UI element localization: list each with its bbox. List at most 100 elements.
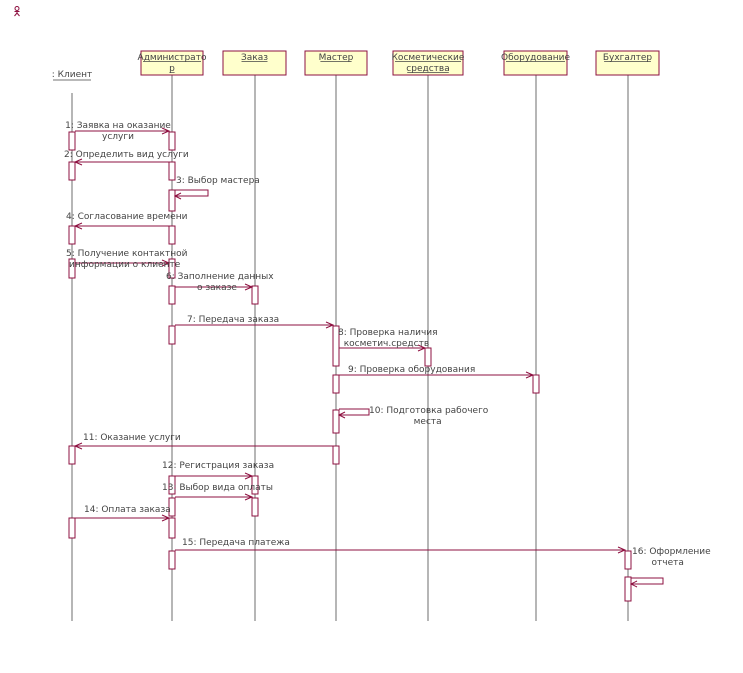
message-label: 8: Проверка наличия [338,328,438,338]
object-name-line: р [169,64,175,74]
message-label: 4: Согласование времени [66,212,188,222]
arrow-head [161,514,171,522]
object-head-4[interactable]: Оборудование [501,50,570,76]
object-head-box [140,50,204,76]
activation-bar [168,131,176,151]
message-label: 13: Выбор вида оплаты [162,483,273,493]
activation-bar [68,131,76,151]
arrow-head [73,222,83,230]
activation-bar [168,161,176,181]
object-name-line: Оборудование [501,53,570,63]
activation-bar [332,325,340,367]
message-label: 14: Оплата заказа [84,505,171,515]
object-head-box [304,50,368,76]
self-message-line [339,408,370,416]
message-label: 15: Передача платежа [182,538,290,548]
object-head-box [222,50,287,76]
object-head-5[interactable]: Бухгалтер [595,50,660,76]
activation-bar [168,285,176,305]
arrow-head [244,283,254,291]
message-11[interactable]: 11: Оказание услуги [73,433,333,450]
object-head-2[interactable]: Мастер [304,50,368,76]
message-label: 12: Регистрация заказа [162,461,274,471]
message-label: 6: Заполнение данных [166,272,274,282]
message-7[interactable]: 7: Передача заказа [175,315,335,329]
message-4[interactable]: 4: Согласование времени [66,212,188,230]
message-2[interactable]: 2: Определить вид услуги [64,150,189,166]
message-label: 3: Выбор мастера [176,176,260,186]
object-name-line: средства [406,64,449,74]
activation-bar [251,285,259,305]
object-name-line: Косметические [392,53,465,63]
message-label: 10: Подготовка рабочего [369,406,489,416]
arrow-head [244,472,254,480]
message-label: 11: Оказание услуги [83,433,181,443]
message-label: информации о клиенте [69,260,181,270]
activation-bar [168,550,176,570]
activation-bar [624,576,632,602]
activation-bar [332,409,340,434]
message-label: 2: Определить вид услуги [64,150,189,160]
self-message-line [631,577,664,585]
activation-bar [624,550,632,570]
message-label: места [414,417,442,427]
activation-bar [168,517,176,539]
object-head-box [503,50,568,76]
activation-bar [251,475,259,495]
message-label: отчета [652,558,684,568]
self-message-line [175,189,209,197]
arrow-head [325,321,335,329]
actor-icon [14,6,20,17]
message-label: 9: Проверка оборудования [348,365,475,375]
arrow-head [244,493,254,501]
object-name-line: Бухгалтер [603,53,653,63]
message-label: 5: Получение контактной [66,249,188,259]
arrow-head [173,192,182,200]
message-14[interactable]: 14: Оплата заказа [75,505,171,522]
activation-bar [68,258,76,279]
activation-bar [168,475,176,495]
activation-bar [68,225,76,245]
arrow-head [73,442,83,450]
activation-bar [532,374,540,394]
message-9[interactable]: 9: Проверка оборудования [339,365,535,379]
object-head-1[interactable]: Заказ [222,50,287,76]
object-head-box [392,50,464,76]
arrow-head [161,259,171,267]
message-label: 1: Заявка на оказание [65,121,171,131]
arrow-head [73,158,83,166]
message-label: о заказе [197,283,237,293]
activation-bar [251,497,259,517]
message-12[interactable]: 12: Регистрация заказа [162,461,274,480]
arrow-head [161,127,171,135]
message-label: 16: Оформление [632,547,711,557]
object-name-line: Мастер [319,53,354,63]
activation-bar [68,445,76,465]
message-13[interactable]: 13: Выбор вида оплаты [162,483,273,501]
message-3[interactable]: 3: Выбор мастера [173,176,260,200]
object-name-line: Заказ [241,53,268,63]
arrow-head [417,344,427,352]
actor-label: : Клиент [52,70,93,80]
activation-bar [332,374,340,394]
object-name-line: Администрато [138,53,207,63]
message-label: услуги [102,132,134,142]
activation-bar [68,517,76,539]
message-15[interactable]: 15: Передача платежа [175,538,627,554]
arrow-head [629,580,638,588]
message-label: 7: Передача заказа [187,315,279,325]
activation-bar [68,161,76,181]
activation-bar [168,325,176,345]
arrow-head [617,546,627,554]
activation-bar [168,225,176,245]
activation-bar [168,258,176,279]
object-head-box [595,50,660,76]
